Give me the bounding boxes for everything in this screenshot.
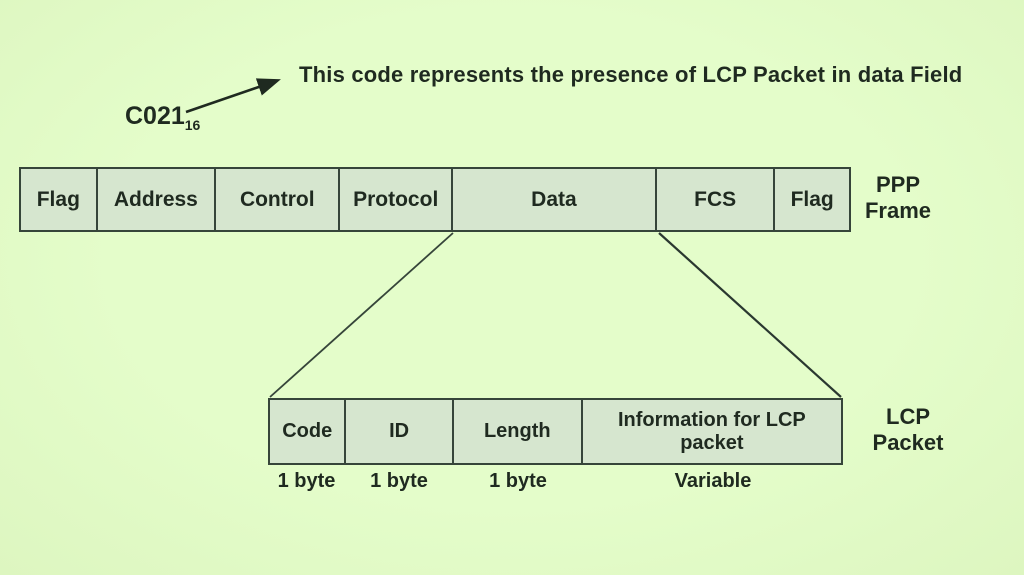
lcp-packet-label-line2: Packet <box>872 429 944 455</box>
lcp-packet-label-line1: LCP <box>886 404 930 429</box>
lcp-packet-row: Code ID Length Information for LCP packe… <box>268 398 843 465</box>
ppp-frame-label-line2: Frame <box>864 197 932 223</box>
expand-line-right <box>658 232 842 398</box>
ppp-frame-label: PPP Frame <box>855 172 941 224</box>
ppp-field-flag-end: Flag <box>790 187 834 211</box>
lcp-field-information: Information for LCP packet <box>583 400 841 463</box>
lcp-field-code: Code <box>270 400 347 463</box>
ppp-field-address: Address <box>98 169 217 230</box>
size-label-code: 1 byte <box>277 470 336 492</box>
annotation-note-text: This code represents the presence of LCP… <box>299 62 963 87</box>
ppp-field-protocol: Protocol <box>340 169 453 230</box>
ppp-field-flag-start: Flag <box>21 169 98 230</box>
ppp-field-control: Control <box>216 169 341 230</box>
lcp-field-length: Length <box>454 400 583 463</box>
ppp-frame-row: Flag Address Control Protocol Data FCS F… <box>19 167 851 232</box>
annotation-code-value: C02116 <box>125 102 200 133</box>
code-text: C021 <box>125 102 185 130</box>
lcp-field-id: ID <box>346 400 454 463</box>
lcp-size-labels: 1 byte 1 byte 1 byte Variable <box>268 470 843 493</box>
ppp-field-fcs: FCS <box>657 169 776 230</box>
ppp-frame-label-line1: PPP <box>875 172 921 197</box>
size-label-length: 1 byte <box>489 470 547 492</box>
size-label-information: Variable <box>674 470 752 492</box>
expand-line-left <box>269 232 454 398</box>
lcp-packet-label: LCP Packet <box>862 404 954 456</box>
lcp-field-information-text: Information for LCP packet <box>618 409 806 454</box>
ppp-field-data: Data <box>453 169 657 230</box>
code-subscript: 16 <box>184 117 201 133</box>
size-label-id: 1 byte <box>370 470 428 492</box>
